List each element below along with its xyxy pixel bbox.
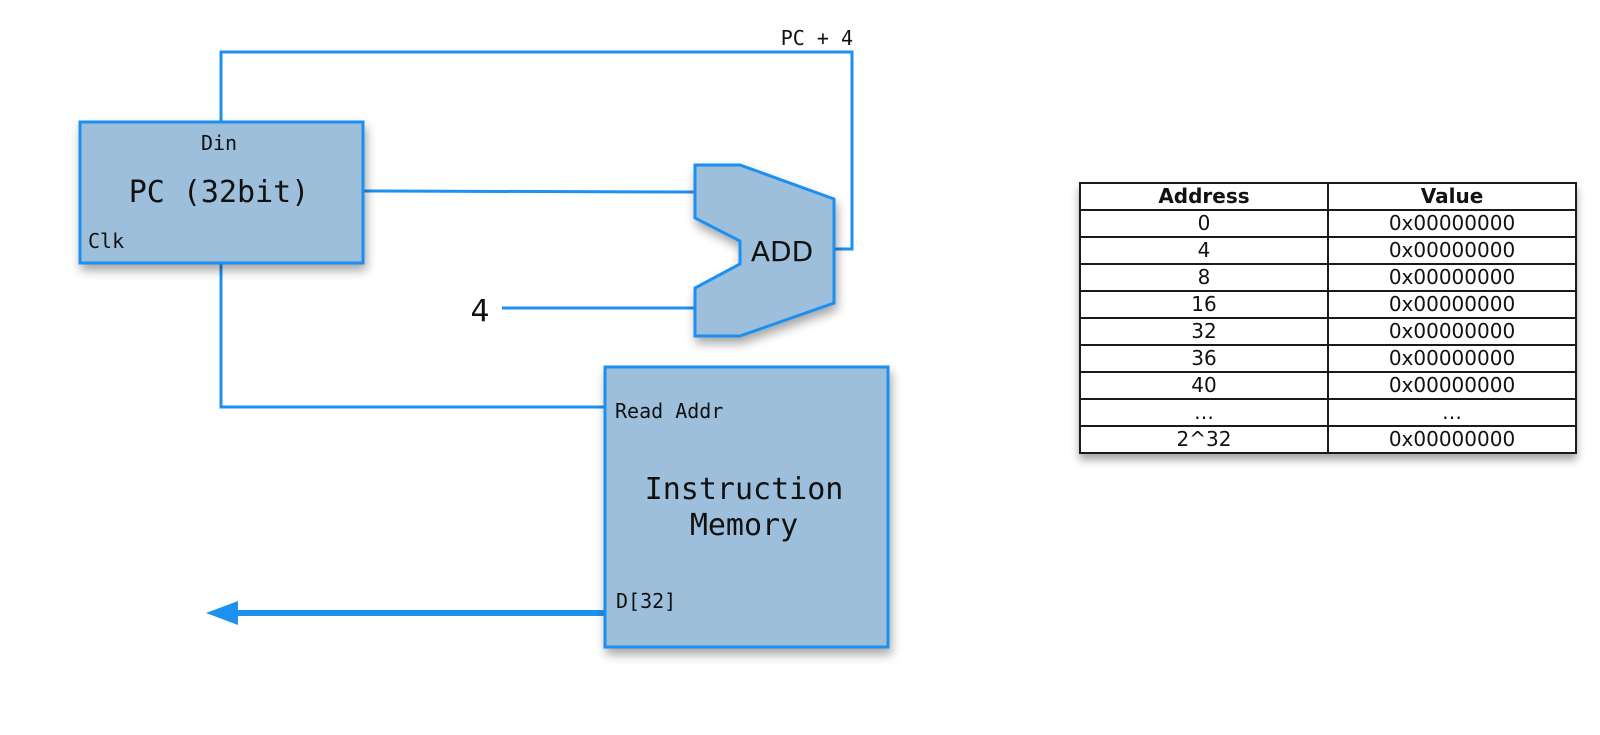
arrow-left-icon xyxy=(206,601,238,625)
value-cell: 0x00000000 xyxy=(1327,209,1577,238)
pc-title: PC (32bit) xyxy=(129,175,310,210)
pc-plus-4-label: PC + 4 xyxy=(781,26,853,50)
value-cell: … xyxy=(1327,398,1577,427)
table-row: 16 0x00000000 xyxy=(1079,290,1577,319)
address-cell: 4 xyxy=(1079,236,1329,265)
table-row: 4 0x00000000 xyxy=(1079,236,1577,265)
adder-constant-label: 4 xyxy=(470,294,489,329)
address-cell: 2^32 xyxy=(1079,425,1329,454)
instruction-memory: Read Addr Instruction Memory D[32] xyxy=(603,365,890,649)
address-cell: … xyxy=(1079,398,1329,427)
table-row: 2^32 0x00000000 xyxy=(1079,425,1577,454)
value-cell: 0x00000000 xyxy=(1327,371,1577,400)
table-row: 32 0x00000000 xyxy=(1079,317,1577,346)
address-column-header: Address xyxy=(1079,182,1329,211)
table-row: … … xyxy=(1079,398,1577,427)
data-out-label: D[32] xyxy=(616,589,676,613)
adder: ADD xyxy=(693,163,836,338)
table-row: 40 0x00000000 xyxy=(1079,371,1577,400)
table-row: 0 0x00000000 xyxy=(1079,209,1577,238)
pc-clock-label: Clk xyxy=(88,229,124,253)
pc-input-label: Din xyxy=(201,131,237,155)
memory-title-line2: Memory xyxy=(690,508,798,543)
value-cell: 0x00000000 xyxy=(1327,317,1577,346)
value-cell: 0x00000000 xyxy=(1327,344,1577,373)
pc-feedback-wire xyxy=(219,50,854,251)
address-cell: 16 xyxy=(1079,290,1329,319)
read-address-label: Read Addr xyxy=(615,399,723,423)
address-cell: 40 xyxy=(1079,371,1329,400)
value-cell: 0x00000000 xyxy=(1327,236,1577,265)
pc-register: Din PC (32bit) Clk xyxy=(78,120,365,265)
value-cell: 0x00000000 xyxy=(1327,425,1577,454)
memory-table-header: Address Value xyxy=(1079,182,1577,211)
data-out-arrow xyxy=(206,601,605,625)
address-cell: 32 xyxy=(1079,317,1329,346)
table-row: 36 0x00000000 xyxy=(1079,344,1577,373)
memory-table: Address Value 0 0x00000000 4 0x00000000 … xyxy=(1079,182,1577,454)
address-cell: 0 xyxy=(1079,209,1329,238)
value-cell: 0x00000000 xyxy=(1327,290,1577,319)
pc-to-adder-wire xyxy=(362,189,696,194)
wires xyxy=(219,50,854,409)
pc-to-memory-wire xyxy=(219,263,605,409)
value-cell: 0x00000000 xyxy=(1327,263,1577,292)
adder-label: ADD xyxy=(751,235,813,268)
memory-title-line1: Instruction xyxy=(645,472,844,507)
table-row: 8 0x00000000 xyxy=(1079,263,1577,292)
address-cell: 8 xyxy=(1079,263,1329,292)
value-column-header: Value xyxy=(1327,182,1577,211)
address-cell: 36 xyxy=(1079,344,1329,373)
